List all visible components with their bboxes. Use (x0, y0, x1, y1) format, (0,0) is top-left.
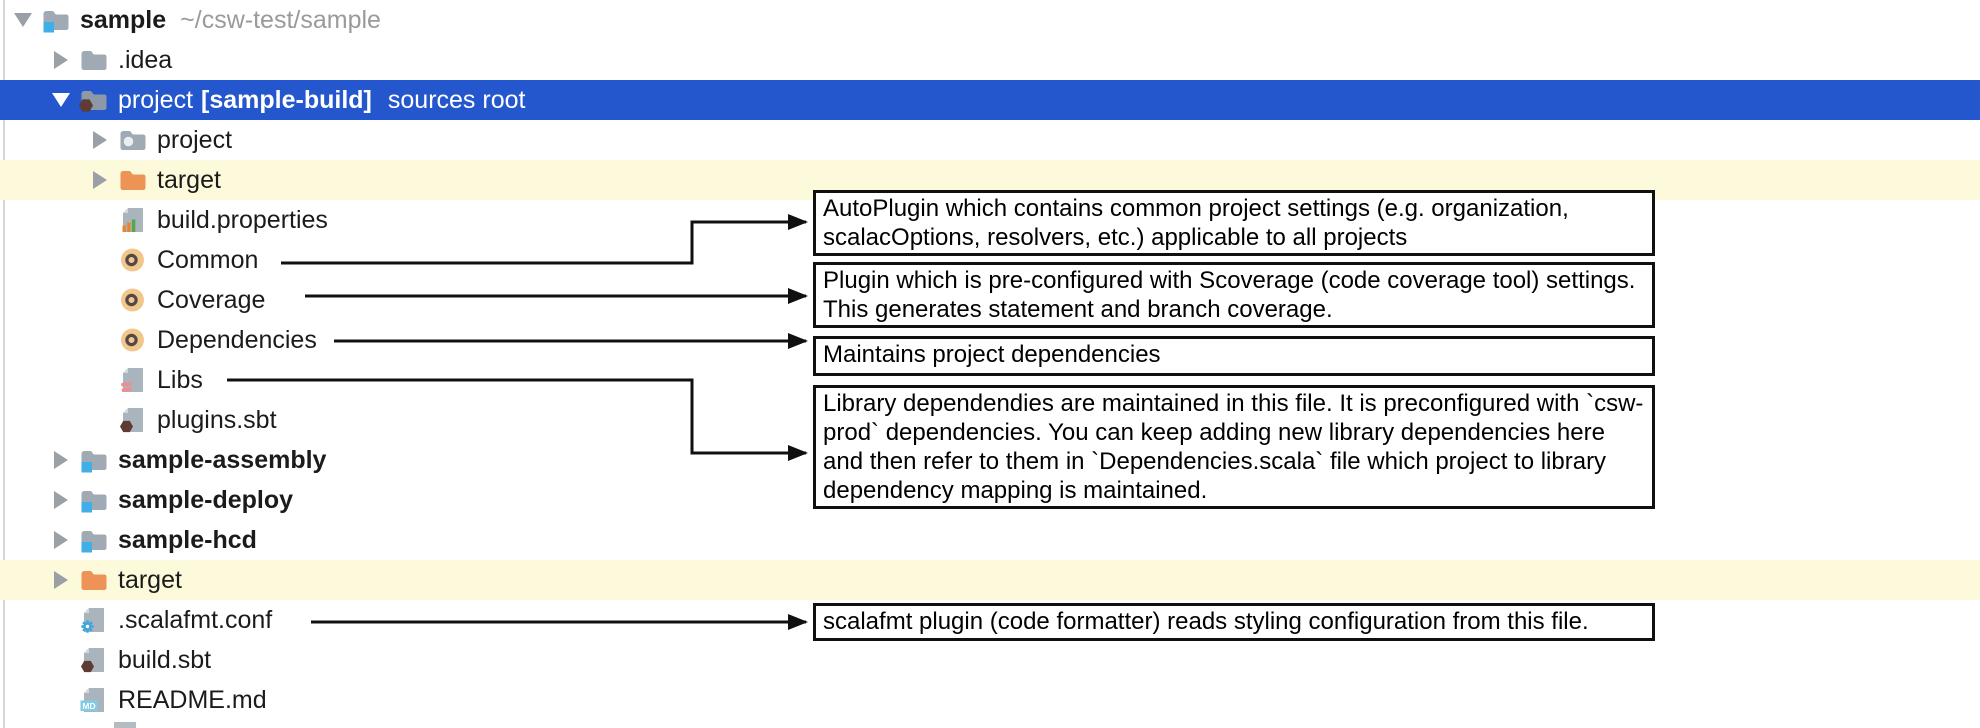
excluded-folder-icon (79, 565, 109, 595)
row-label: Libs (157, 365, 203, 394)
chevron-down-icon (52, 93, 70, 107)
row-label: README.md (118, 685, 267, 714)
tree-row-idea[interactable]: .idea (0, 40, 1980, 80)
tree-row-target-root[interactable]: target (0, 560, 1980, 600)
sbt-file-icon (118, 405, 148, 435)
markdown-file-icon (79, 685, 109, 715)
module-folder-icon (79, 525, 109, 555)
folder-icon (79, 45, 109, 75)
annotation-coverage: Plugin which is pre-configured with Scov… (813, 262, 1655, 328)
row-label: build.properties (157, 205, 328, 234)
tree-row-sample-deploy[interactable]: sample-deploy (0, 480, 1980, 520)
row-label: Dependencies (157, 325, 317, 354)
scala-object-icon (118, 285, 148, 315)
expand-arrow[interactable] (46, 51, 76, 69)
panel-left-border (3, 0, 5, 728)
expand-arrow[interactable] (46, 571, 76, 589)
tree-row-libs[interactable]: Libs (0, 360, 1980, 400)
module-tag: [sample-build] (201, 85, 372, 114)
tree-row-scalafmt-conf[interactable]: .scalafmt.conf (0, 600, 1980, 640)
scala-object-icon (118, 245, 148, 275)
chevron-right-icon (54, 531, 68, 549)
row-label: project (118, 85, 194, 114)
expand-arrow[interactable] (46, 531, 76, 549)
chevron-right-icon (54, 451, 68, 469)
row-label: project (157, 125, 233, 154)
clipped-next-row-icon (114, 722, 136, 728)
build-folder-icon (118, 125, 148, 155)
row-label: target (157, 165, 221, 194)
expand-arrow[interactable] (8, 13, 38, 27)
tree-row-sample-hcd[interactable]: sample-hcd (0, 520, 1980, 560)
chevron-down-icon (14, 13, 32, 27)
properties-file-icon (118, 205, 148, 235)
row-label: Common (157, 245, 259, 274)
row-label: sample-assembly (118, 445, 327, 474)
sbt-module-folder-icon (79, 85, 109, 115)
expand-arrow[interactable] (85, 171, 115, 189)
sources-root-label: sources root (387, 85, 526, 114)
expand-arrow[interactable] (46, 93, 76, 107)
row-label: build.sbt (118, 645, 212, 674)
expand-arrow[interactable] (46, 491, 76, 509)
chevron-right-icon (54, 571, 68, 589)
chevron-right-icon (54, 491, 68, 509)
scala-object-icon (118, 325, 148, 355)
row-label: sample (80, 5, 167, 34)
sbt-file-icon (79, 645, 109, 675)
tree-row-common[interactable]: Common (0, 240, 1980, 280)
excluded-folder-icon (118, 165, 148, 195)
annotation-dependencies: Maintains project dependencies (813, 336, 1655, 376)
row-label: sample-hcd (118, 525, 257, 554)
row-label: plugins.sbt (157, 405, 277, 434)
chevron-right-icon (54, 51, 68, 69)
tree-row-readme[interactable]: README.md (0, 680, 1980, 720)
row-label: .scalafmt.conf (118, 605, 273, 634)
row-label: target (118, 565, 182, 594)
tree-row-sample[interactable]: sample ~/csw-test/sample (0, 0, 1980, 40)
config-file-icon (79, 605, 109, 635)
tree-row-build-sbt[interactable]: build.sbt (0, 640, 1980, 680)
tree-row-dependencies[interactable]: Dependencies (0, 320, 1980, 360)
module-folder-icon (41, 5, 71, 35)
tree-row-project-sample-build[interactable]: project [sample-build] sources root (0, 80, 1980, 120)
chevron-right-icon (93, 171, 107, 189)
annotation-common: AutoPlugin which contains common project… (813, 190, 1655, 256)
row-label: sample-deploy (118, 485, 294, 514)
module-folder-icon (79, 485, 109, 515)
tree-row-coverage[interactable]: Coverage (0, 280, 1980, 320)
tree-row-project-folder[interactable]: project (0, 120, 1980, 160)
module-folder-icon (79, 445, 109, 475)
annotation-libs: Library dependendies are maintained in t… (813, 385, 1655, 509)
project-path: ~/csw-test/sample (180, 5, 381, 34)
scala-file-icon (118, 365, 148, 395)
expand-arrow[interactable] (46, 451, 76, 469)
row-label: .idea (118, 45, 173, 74)
row-label: Coverage (157, 285, 266, 314)
annotation-scalafmt: scalafmt plugin (code formatter) reads s… (813, 603, 1655, 641)
chevron-right-icon (93, 131, 107, 149)
expand-arrow[interactable] (85, 131, 115, 149)
